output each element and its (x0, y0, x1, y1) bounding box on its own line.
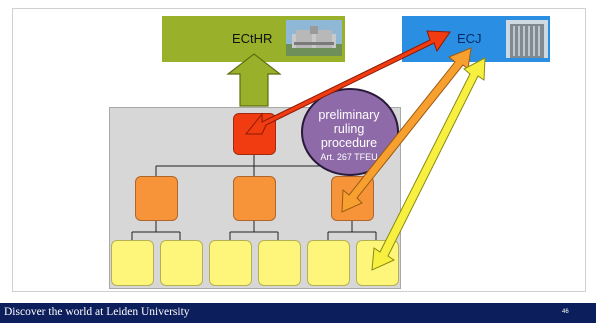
procedure-article: Art. 267 TFEU (320, 152, 378, 162)
ecj-building-photo (506, 20, 548, 58)
red-double-arrow (244, 30, 451, 135)
ecj-box: ECJ (402, 16, 550, 62)
orange-double-arrow (341, 47, 472, 213)
footer-bar: Discover the world at Leiden University … (0, 303, 596, 323)
procedure-line3: procedure (320, 136, 378, 150)
green-up-arrow (226, 53, 282, 107)
preliminary-ruling-bubble (301, 88, 399, 176)
footer-text: Discover the world at Leiden University (4, 306, 190, 318)
preliminary-ruling-label: preliminary ruling procedure Art. 267 TF… (300, 108, 398, 164)
ecj-label: ECJ (457, 31, 482, 46)
appeal-court-node-2 (233, 176, 276, 221)
first-instance-node-3 (209, 240, 252, 286)
first-instance-node-2 (160, 240, 203, 286)
first-instance-node-1 (111, 240, 154, 286)
ecthr-label: ECtHR (232, 31, 273, 46)
yellow-double-arrow (371, 57, 486, 271)
first-instance-node-4 (258, 240, 301, 286)
first-instance-node-5 (307, 240, 350, 286)
procedure-line1: preliminary (318, 108, 380, 122)
appeal-court-node-1 (135, 176, 178, 221)
page-number: 46 (562, 309, 569, 315)
procedure-line2: ruling (333, 122, 365, 136)
ecthr-building-photo (286, 20, 342, 56)
